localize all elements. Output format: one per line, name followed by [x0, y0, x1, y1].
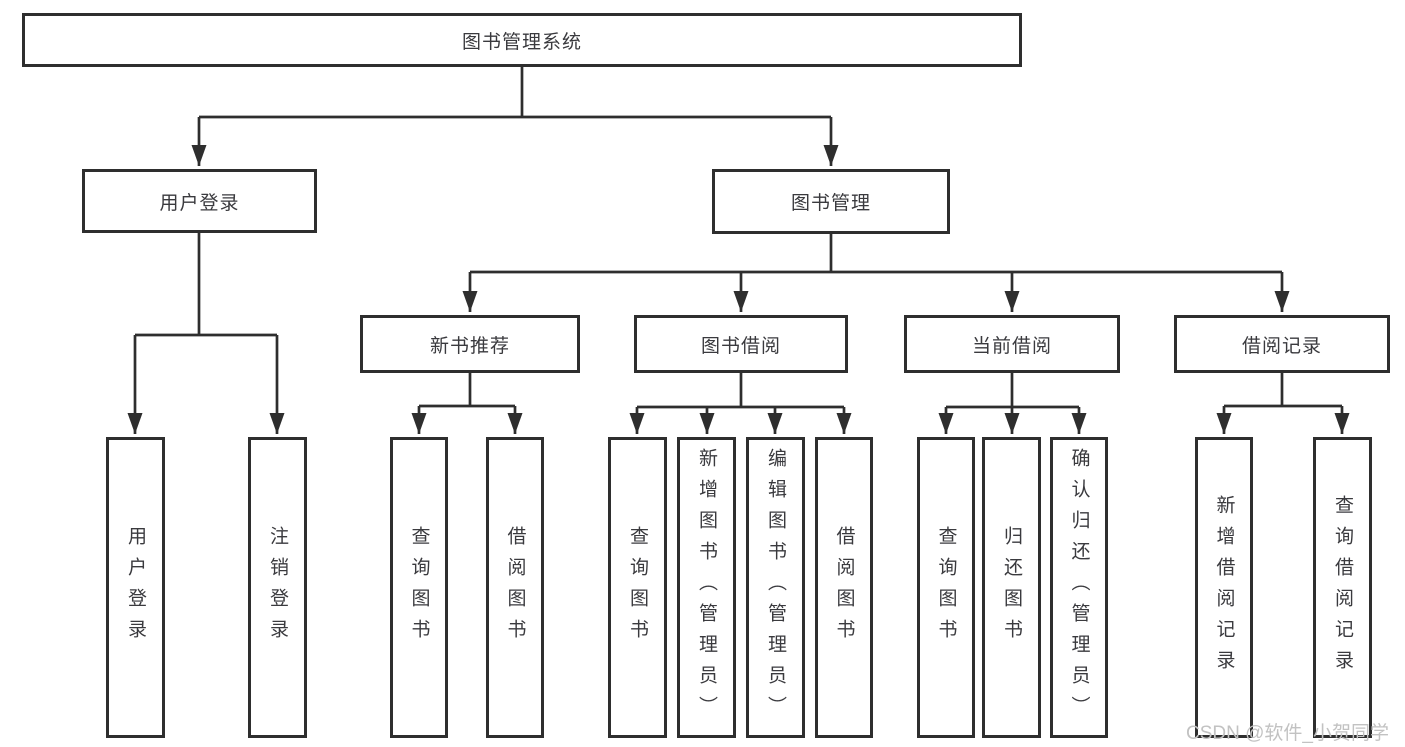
- node-user-login-label: 用户登录: [159, 192, 240, 214]
- leaf-bb-edit-books-admin: 编辑图书（管理员）: [746, 437, 805, 738]
- leaf-br-add-record: 新增借阅记录: [1195, 437, 1253, 738]
- node-new-book-recommend: 新书推荐: [360, 315, 580, 373]
- connector-new-book-recommend-group: [419, 373, 515, 408]
- leaf-nbr-query-books: 查询图书: [390, 437, 448, 738]
- connector-book-borrowing-group: [637, 373, 844, 409]
- leaf-cb-confirm-return-admin: 确认归还（管理员）: [1050, 437, 1108, 738]
- leaf-logout: 注销登录: [248, 437, 307, 738]
- connector-root: [199, 67, 831, 119]
- node-new-book-recommend-label: 新书推荐: [429, 335, 510, 357]
- leaf-logout-label: 注销登录: [267, 525, 288, 650]
- csdn-watermark: CSDN @软件_小贺同学: [1186, 723, 1389, 744]
- leaf-bb-query-books: 查询图书: [608, 437, 667, 738]
- leaf-cb-query-books-label: 查询图书: [935, 525, 957, 650]
- leaf-bb-query-books-label: 查询图书: [627, 525, 648, 650]
- leaf-nbr-borrow-books-label: 借阅图书: [504, 525, 526, 650]
- connector-current-borrowing-group: [946, 373, 1079, 409]
- node-borrowing-records: 借阅记录: [1174, 315, 1390, 373]
- node-library-system: 图书管理系统: [22, 13, 1022, 67]
- leaf-user-login: 用户登录: [106, 437, 165, 738]
- node-book-borrowing-label: 图书借阅: [700, 335, 781, 357]
- node-book-management: 图书管理: [712, 169, 950, 234]
- leaf-bb-edit-books-admin-label: 编辑图书（管理员）: [765, 448, 786, 727]
- leaf-br-add-record-label: 新增借阅记录: [1213, 494, 1235, 681]
- leaf-bb-borrow-books-label: 借阅图书: [833, 525, 855, 650]
- leaf-br-query-record: 查询借阅记录: [1313, 437, 1372, 738]
- leaf-user-login-label: 用户登录: [125, 525, 146, 650]
- node-book-borrowing: 图书借阅: [634, 315, 848, 373]
- leaf-bb-add-books-admin-label: 新增图书（管理员）: [696, 448, 717, 727]
- node-current-borrowing: 当前借阅: [904, 315, 1120, 373]
- leaf-bb-add-books-admin: 新增图书（管理员）: [677, 437, 736, 738]
- leaf-cb-query-books: 查询图书: [917, 437, 975, 738]
- node-library-system-label: 图书管理系统: [461, 31, 582, 53]
- connector-borrowing-records-group: [1224, 373, 1342, 408]
- leaf-cb-confirm-return-admin-label: 确认归还（管理员）: [1068, 448, 1090, 727]
- leaf-br-query-record-label: 查询借阅记录: [1332, 494, 1353, 681]
- node-book-management-label: 图书管理: [790, 193, 871, 214]
- leaf-nbr-borrow-books: 借阅图书: [486, 437, 544, 738]
- connector-book-management: [470, 234, 1282, 274]
- node-borrowing-records-label: 借阅记录: [1241, 335, 1322, 357]
- node-current-borrowing-label: 当前借阅: [971, 335, 1052, 357]
- leaf-bb-borrow-books: 借阅图书: [815, 437, 873, 738]
- connector-user-login-group: [135, 233, 277, 337]
- leaf-cb-return-books-label: 归还图书: [1001, 525, 1022, 650]
- leaf-cb-return-books: 归还图书: [982, 437, 1041, 738]
- node-user-login: 用户登录: [82, 169, 317, 233]
- leaf-nbr-query-books-label: 查询图书: [408, 525, 430, 650]
